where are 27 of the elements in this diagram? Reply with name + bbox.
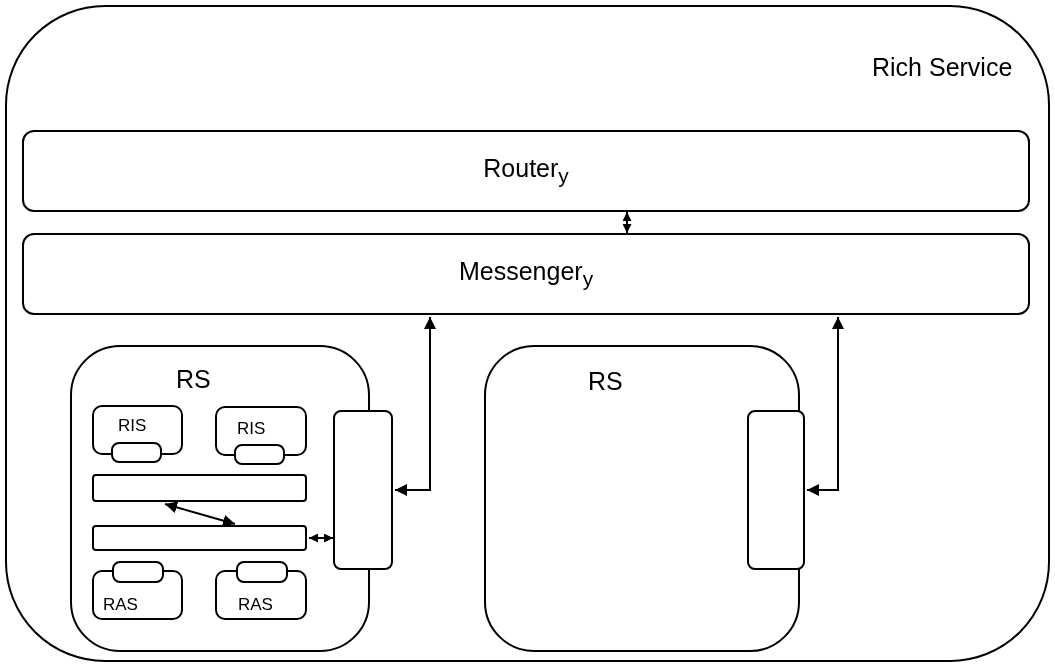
arrow — [622, 211, 632, 234]
port-box — [234, 444, 285, 465]
arrow — [164, 501, 236, 527]
rounded-band — [22, 233, 1030, 315]
node-label: Router$_{y}$ — [483, 155, 569, 187]
outer-rounded-box — [5, 5, 1050, 662]
port-box — [111, 442, 162, 463]
bar — [92, 525, 307, 551]
port-box — [112, 561, 164, 583]
node-label: RIS — [118, 417, 147, 434]
node-label: RS — [176, 367, 211, 392]
port-box — [236, 561, 288, 583]
node-label: RIS — [237, 420, 266, 437]
connector-box — [333, 410, 393, 570]
arrow — [308, 533, 334, 543]
arrow — [806, 316, 844, 496]
node-label: Rich Service — [872, 55, 1013, 80]
node-label: RAS — [103, 596, 138, 613]
rounded-box — [215, 570, 307, 620]
bar — [92, 474, 307, 502]
node-label: RAS — [238, 596, 273, 613]
connector-box — [747, 410, 805, 570]
rounded-box — [92, 570, 183, 620]
arrow — [394, 316, 436, 496]
rounded-band — [22, 130, 1030, 212]
node-label: RS — [588, 369, 623, 394]
node-label: Messenger$_{y}$ — [458, 258, 594, 290]
